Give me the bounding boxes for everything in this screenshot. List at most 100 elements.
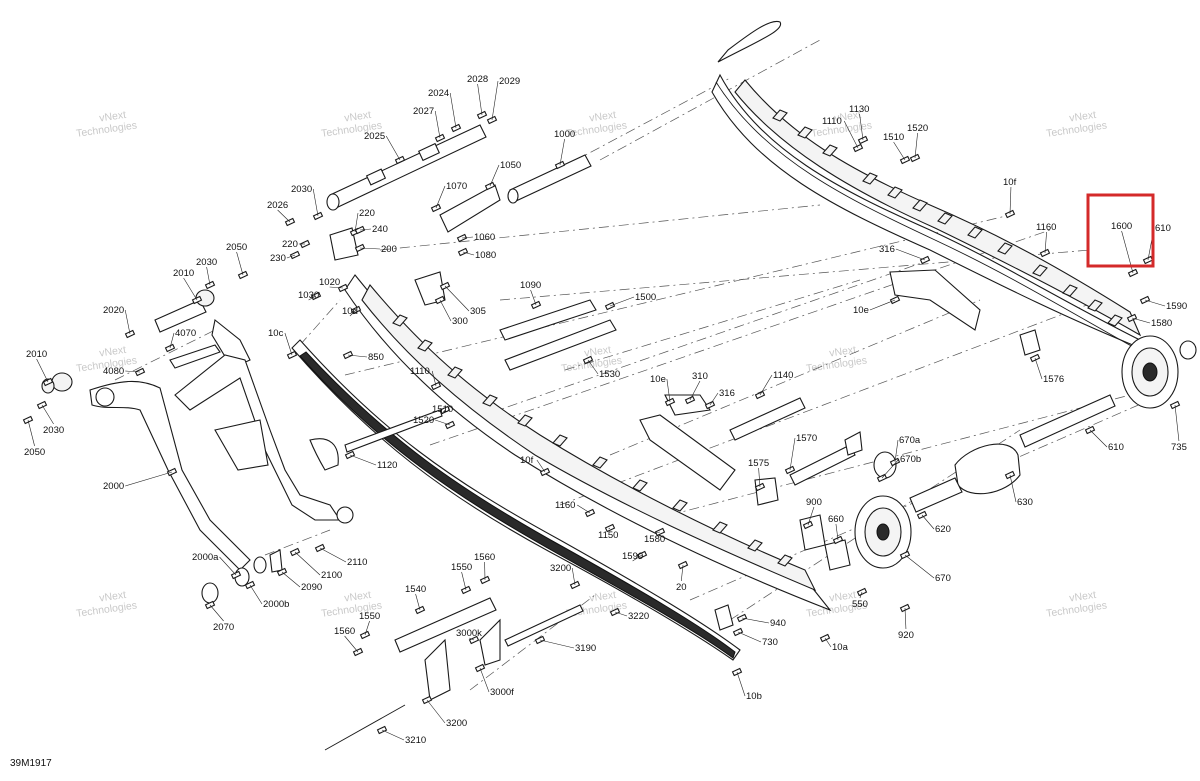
rail-upper-hole	[823, 145, 837, 156]
callout-2020: 2020	[103, 305, 124, 316]
callout-4070: 4070	[175, 328, 196, 339]
callout-2030: 2030	[196, 257, 217, 268]
callout-1030: 1030	[298, 290, 319, 301]
leader-3200	[427, 700, 445, 723]
callout-1580: 1580	[644, 534, 665, 545]
leader-2028	[478, 84, 482, 115]
leader-2050	[28, 420, 35, 446]
callout-1510: 1510	[883, 132, 904, 143]
leader-1590	[1145, 300, 1165, 306]
leader-1520	[435, 420, 450, 425]
callout-10e: 10e	[853, 305, 869, 316]
callout-1160: 1160	[555, 500, 575, 511]
callout-1540: 1540	[405, 584, 426, 595]
leader-940	[742, 618, 769, 623]
leader-1070	[436, 186, 445, 208]
callout-2030: 2030	[291, 184, 312, 195]
callout-1120: 1120	[377, 460, 397, 471]
leader-2030	[207, 267, 210, 285]
callout-1050: 1050	[500, 160, 521, 171]
leader-660	[836, 524, 838, 540]
callout-305: 305	[470, 306, 486, 317]
callout-220: 220	[282, 239, 298, 250]
rail-lower-hole	[748, 540, 762, 551]
callout-670a: 670a	[899, 435, 921, 446]
callout-2010: 2010	[26, 349, 47, 360]
leader-1570	[790, 438, 795, 470]
leader-3190	[540, 640, 574, 648]
leader-2027	[435, 111, 440, 138]
leader-1160	[577, 505, 590, 513]
callout-2024: 2024	[428, 88, 449, 99]
callout-1090: 1090	[520, 280, 541, 291]
callout-2027: 2027	[413, 106, 434, 117]
leader-1550	[462, 572, 466, 590]
callout-735: 735	[1171, 442, 1187, 453]
leader-2010	[184, 278, 197, 300]
callout-10f: 10f	[1003, 177, 1017, 188]
callout-900: 900	[806, 497, 822, 508]
callout-1000: 1000	[554, 129, 575, 140]
callout-2070: 2070	[213, 622, 234, 633]
callout-1576: 1576	[1043, 374, 1064, 385]
callout-1110: 1110	[822, 116, 842, 127]
leader-2010	[37, 359, 48, 382]
callout-1530: 1530	[599, 369, 620, 380]
leader-730	[738, 632, 761, 642]
leader-735	[1175, 405, 1179, 441]
rear-wheel-assembly	[790, 336, 1196, 568]
leader-1140	[760, 375, 772, 395]
rail-lower-hole	[553, 435, 567, 446]
callout-2050: 2050	[226, 242, 247, 253]
callout-2000: 2000	[103, 481, 124, 492]
callout-3190: 3190	[575, 643, 596, 654]
callout-1080: 1080	[475, 250, 496, 261]
callout-920: 920	[898, 630, 914, 641]
callout-940: 940	[770, 618, 786, 629]
rail-upper-hole	[798, 127, 812, 138]
right-slide-rail	[712, 21, 1150, 352]
callout-1130: 1130	[849, 104, 869, 115]
callout-2050: 2050	[24, 447, 45, 458]
leader-316	[896, 249, 925, 260]
callout-1160: 1160	[1036, 222, 1056, 233]
leader-1090	[531, 290, 536, 305]
callout-3200: 3200	[550, 563, 571, 574]
callout-1070: 1070	[446, 181, 467, 192]
callout-4080: 4080	[103, 366, 124, 377]
callout-10e: 10e	[650, 374, 666, 385]
callout-1560: 1560	[474, 552, 495, 563]
callout-3200: 3200	[446, 718, 467, 729]
callout-200: 200	[381, 244, 397, 255]
leader-1500	[610, 297, 634, 306]
callout-10a: 10a	[832, 642, 849, 653]
callout-1060: 1060	[474, 232, 495, 243]
callout-1520: 1520	[907, 123, 928, 134]
callout-2028: 2028	[467, 74, 488, 85]
callout-3000k: 3000k	[456, 628, 482, 639]
rail-lower-hole	[593, 457, 607, 468]
leader-2025	[386, 136, 400, 160]
leader-305	[445, 286, 469, 311]
callout-2029: 2029	[499, 76, 520, 87]
leader-2050	[237, 252, 243, 275]
leader-610	[1090, 430, 1107, 447]
callout-2030: 2030	[43, 425, 64, 436]
callout-10d: 10d	[342, 306, 358, 317]
leader-2100	[295, 552, 320, 575]
leader-2090	[282, 572, 300, 587]
callout-3220: 3220	[628, 611, 649, 622]
callout-1510: 1510	[432, 404, 453, 415]
callout-1570: 1570	[796, 433, 817, 444]
callout-1110: 1110	[410, 366, 430, 377]
leader-3200	[572, 568, 575, 585]
callout-3000f: 3000f	[490, 687, 514, 698]
callout-1560: 1560	[334, 626, 355, 637]
leader-1510	[894, 142, 905, 160]
leader-2030	[313, 189, 318, 216]
callout-1575: 1575	[748, 458, 769, 469]
leader-1560	[345, 636, 358, 652]
callout-2010: 2010	[173, 268, 194, 279]
callout-620: 620	[935, 524, 951, 535]
